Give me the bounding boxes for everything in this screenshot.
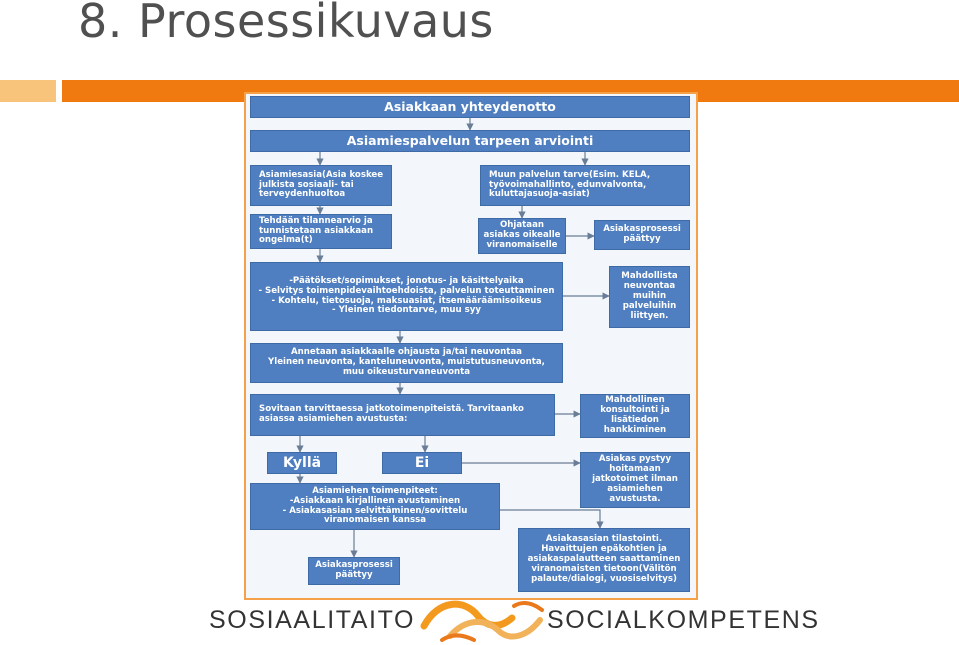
box-other-service-need: Muun palvelun tarve(Esim. KELA, työvoima… <box>480 165 690 206</box>
box-guidance: Annetaan asiakkaalle ohjausta ja/tai neu… <box>250 343 563 383</box>
footer-text-sosiaalitaito: SOSIAALITAITO <box>209 606 416 634</box>
box-process-ends-bottom: Asiakasprosessi päättyy <box>308 557 400 585</box>
page-title: 8. Prosessikuvaus <box>78 0 494 48</box>
box-consultation: Mahdollinen konsultointi ja lisätiedon h… <box>580 394 690 438</box>
box-client-contact: Asiakkaan yhteydenotto <box>250 96 690 118</box>
box-statistics: Asiakasasian tilastointi. Havaittujen ep… <box>518 528 690 592</box>
arrow-actions-statistics <box>500 509 604 529</box>
box-no: Ei <box>382 452 462 474</box>
footer-text-socialkompetens: SOCIALKOMPETENS <box>547 606 820 634</box>
accent-bar-left <box>0 80 56 102</box>
box-guide-to-authority: Ohjataan asiakas oikealle viranomaiselle <box>478 218 566 254</box>
box-client-manages: Asiakas pystyy hoitamaan jatkotoimet ilm… <box>580 452 690 508</box>
box-yes: Kyllä <box>267 452 337 474</box>
box-ombudsman-actions: Asiamiehen toimenpiteet: -Asiakkaan kirj… <box>250 483 500 530</box>
box-follow-up: Sovitaan tarvittaessa jatkotoimenpiteist… <box>250 394 555 436</box>
box-situation-assessment: Tehdään tilannearvio ja tunnistetaan asi… <box>250 214 392 249</box>
box-advice-other-services: Mahdollista neuvontaa muihin palveluihin… <box>609 266 690 328</box>
box-process-ends-top: Asiakasprosessi päättyy <box>594 220 690 250</box>
box-needs-assessment: Asiamiespalvelun tarpeen arviointi <box>250 130 690 152</box>
box-ombudsman-case: Asiamiesasia(Asia koskee julkista sosiaa… <box>250 165 392 206</box>
sosiaalitaito-swirl-logo-icon <box>420 600 544 642</box>
box-topics-list: -Päätökset/sopimukset, jonotus- ja käsit… <box>250 262 563 331</box>
